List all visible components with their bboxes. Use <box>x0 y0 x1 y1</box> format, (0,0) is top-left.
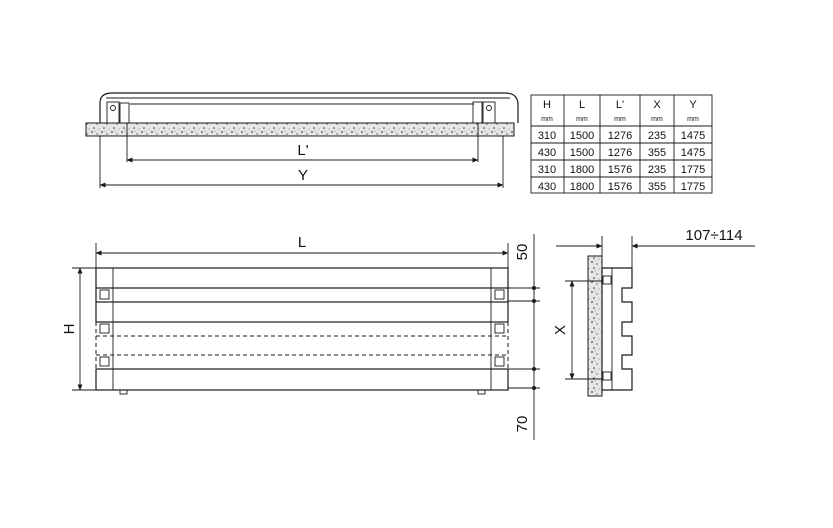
header-lprime: L' <box>616 99 624 111</box>
table-cell: 1500 <box>570 147 594 159</box>
table-cell: 1276 <box>608 147 632 159</box>
unit-lprime: mm <box>614 116 626 123</box>
unit-l: mm <box>576 116 588 123</box>
table-cell: 430 <box>538 147 556 159</box>
front-left-brackets <box>99 289 110 367</box>
panel-5 <box>95 368 509 391</box>
table-cell: 1475 <box>681 147 705 159</box>
dim-50-label: 50 <box>514 244 531 261</box>
table-cell: 1576 <box>608 181 632 193</box>
side-wall <box>587 255 603 397</box>
h-label: H <box>61 324 78 335</box>
lprime-label: L' <box>297 142 308 159</box>
right-bracket <box>472 101 496 124</box>
table-cell: 1500 <box>570 130 594 142</box>
table-cell: 355 <box>648 181 666 193</box>
table-cell: 1800 <box>570 181 594 193</box>
depth-label: 107÷114 <box>685 227 742 244</box>
y-label: Y <box>298 167 308 184</box>
front-right-brackets <box>494 289 505 367</box>
header-y: Y <box>689 99 697 111</box>
unit-y: mm <box>687 116 699 123</box>
unit-h: mm <box>541 116 553 123</box>
header-l: L <box>579 99 585 111</box>
front-view: L H <box>61 234 540 440</box>
top-view: L' Y <box>85 92 519 188</box>
table-cell: 1800 <box>570 164 594 176</box>
header-x: X <box>653 99 661 111</box>
side-radiator-profile <box>601 267 633 391</box>
dimension-table: H L L' X Y mm mm mm mm mm 310 1500 1276 … <box>530 94 713 194</box>
panel-2 <box>95 301 509 323</box>
table-cell: 1475 <box>681 130 705 142</box>
dim-70-label: 70 <box>514 416 531 433</box>
table-cell: 1576 <box>608 164 632 176</box>
side-view: 107÷114 X <box>552 227 755 397</box>
table-cell: 235 <box>648 164 666 176</box>
header-h: H <box>543 99 551 111</box>
table-cell: 1276 <box>608 130 632 142</box>
top-wall <box>85 122 515 137</box>
table-cell: 355 <box>648 147 666 159</box>
table-cell: 430 <box>538 181 556 193</box>
x-label: X <box>552 325 569 335</box>
left-foot <box>119 389 128 395</box>
l-label: L <box>298 234 306 251</box>
left-bracket <box>106 101 130 124</box>
top-radiator-outline <box>99 92 519 123</box>
table-cell: 235 <box>648 130 666 142</box>
table-cell: 1775 <box>681 164 705 176</box>
panel-1 <box>95 267 509 289</box>
unit-x: mm <box>651 116 663 123</box>
right-foot <box>477 389 486 395</box>
table-cell: 310 <box>538 130 556 142</box>
table-cell: 310 <box>538 164 556 176</box>
table-cell: 1775 <box>681 181 705 193</box>
